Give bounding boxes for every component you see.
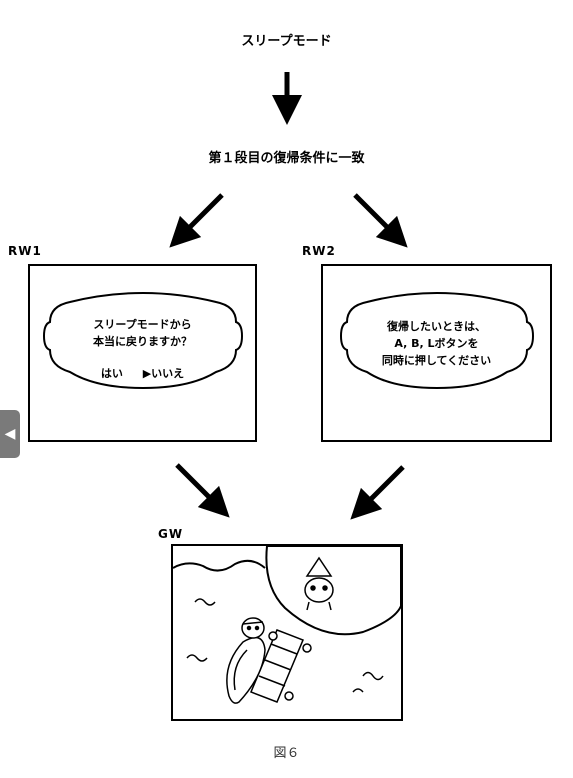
arrow-left-icon: ◀ xyxy=(4,426,16,442)
arrow-rw2-to-gw xyxy=(350,465,405,520)
return-condition-label: 第１段目の復帰条件に一致 xyxy=(208,151,365,166)
wave-2 xyxy=(186,654,208,662)
rw2-window: 復帰したいときは、 A, B, Lボタンを 同時に押してください xyxy=(321,264,552,442)
boat-icon xyxy=(226,617,266,704)
sleep-mode-label: スリープモード xyxy=(241,34,332,49)
rw1-speech-bubble xyxy=(42,292,244,390)
arrow-to-rw2 xyxy=(353,193,408,248)
rw2-line2: A, B, Lボタンを xyxy=(394,337,479,350)
wave-4 xyxy=(352,688,364,693)
rw2-speech-bubble xyxy=(339,292,535,390)
wave-3 xyxy=(362,671,384,681)
rw1-options: はい ▶いいえ xyxy=(30,365,255,382)
arrow-rw1-to-gw xyxy=(175,463,230,518)
rw2-label: RW2 xyxy=(302,244,336,258)
option-yes[interactable]: はい xyxy=(100,367,123,380)
rw1-message: スリープモードから 本当に戻りますか？ xyxy=(30,316,255,350)
rw2-line3: 同時に押してください xyxy=(381,354,492,367)
rw1-line1: スリープモードから xyxy=(93,318,192,331)
rw1-label: RW1 xyxy=(8,244,42,258)
arrow-to-rw1 xyxy=(169,193,224,248)
gw-label: GW xyxy=(158,527,184,541)
rw2-message: 復帰したいときは、 A, B, Lボタンを 同時に押してください xyxy=(323,318,550,369)
shoreline xyxy=(173,559,266,572)
figure-caption: 図６ xyxy=(273,746,300,761)
rw2-line1: 復帰したいときは、 xyxy=(387,320,486,333)
game-scene xyxy=(173,546,401,704)
character-icon xyxy=(304,556,334,611)
rw1-window: スリープモードから 本当に戻りますか？ はい ▶いいえ xyxy=(28,264,257,442)
prev-page-button[interactable]: ◀ xyxy=(0,410,20,458)
option-no[interactable]: ▶いいえ xyxy=(142,367,185,380)
gw-game-window xyxy=(171,544,403,721)
wave-1 xyxy=(194,598,216,606)
rw1-line2: 本当に戻りますか？ xyxy=(93,335,192,348)
